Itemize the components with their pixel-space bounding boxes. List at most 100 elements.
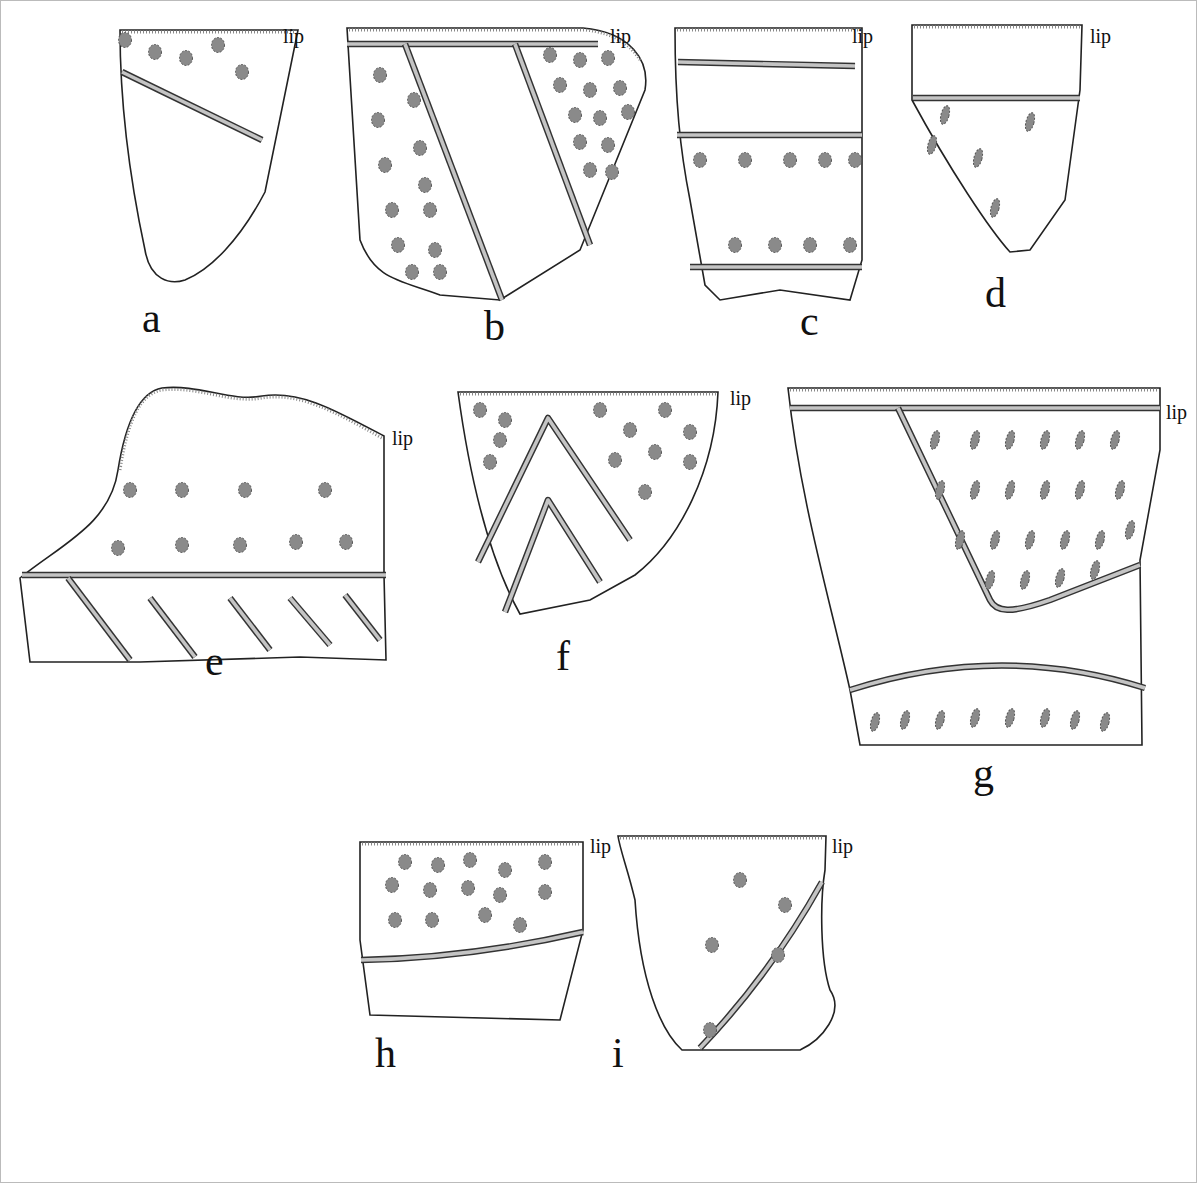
punctate <box>1004 430 1017 450</box>
incised-line <box>690 264 862 271</box>
punctate <box>739 153 752 168</box>
punctate <box>704 1023 717 1038</box>
punctate <box>614 81 627 96</box>
incised-line-fill <box>898 408 1140 610</box>
sherd-letter: g <box>973 752 994 794</box>
punctate <box>926 135 939 155</box>
punctate <box>989 530 1002 550</box>
incised-line <box>677 132 862 139</box>
lip-label: lip <box>392 428 413 448</box>
incised-line-fill <box>290 598 330 645</box>
punctate <box>176 538 189 553</box>
punctate <box>1039 480 1052 500</box>
punctate <box>319 483 332 498</box>
incised-line <box>122 72 262 140</box>
incised-line-fill <box>361 932 583 960</box>
incised-line <box>700 882 822 1048</box>
lip-label: lip <box>283 26 304 46</box>
incised-line <box>850 665 1145 690</box>
incised-line-fill <box>700 882 822 1048</box>
punctate <box>290 535 303 550</box>
punctate <box>429 243 442 258</box>
incised-line <box>913 95 1080 102</box>
punctate <box>389 913 402 928</box>
punctate <box>539 855 552 870</box>
punctate <box>984 570 997 590</box>
punctate <box>574 135 587 150</box>
punctate <box>499 863 512 878</box>
punctate <box>539 885 552 900</box>
lip-label: lip <box>1090 26 1111 46</box>
punctate <box>554 78 567 93</box>
punctate <box>969 430 982 450</box>
punctate <box>844 238 857 253</box>
punctate <box>494 888 507 903</box>
incised-line-fill <box>850 665 1145 690</box>
lip-label: lip <box>1166 402 1187 422</box>
punctate <box>112 541 125 556</box>
punctate <box>1024 112 1037 132</box>
punctate <box>602 138 615 153</box>
punctate <box>374 68 387 83</box>
incised-line <box>405 44 502 300</box>
punctate <box>1019 570 1032 590</box>
punctate <box>484 455 497 470</box>
incised-line <box>347 41 598 48</box>
punctate <box>176 483 189 498</box>
punctate <box>1074 480 1087 500</box>
incised-line-fill <box>677 133 862 137</box>
lip-stipple <box>120 27 1158 844</box>
punctate <box>684 425 697 440</box>
incised-line <box>345 595 380 640</box>
punctate <box>514 918 527 933</box>
incised-line <box>790 405 1160 412</box>
incised-line-fill <box>230 598 270 650</box>
sherd-letter: i <box>612 1032 624 1074</box>
punctate <box>212 38 225 53</box>
incised-line-fill <box>150 598 195 657</box>
punctate <box>772 948 785 963</box>
punctate <box>392 238 405 253</box>
punctate <box>424 883 437 898</box>
punctate <box>499 413 512 428</box>
punctate <box>609 453 622 468</box>
punctate <box>969 708 982 728</box>
punctate <box>406 265 419 280</box>
punctate <box>372 113 385 128</box>
punctate <box>1054 568 1067 588</box>
punctate <box>639 485 652 500</box>
punctate <box>544 48 557 63</box>
sherd-letter: c <box>800 300 819 342</box>
punctate <box>1109 430 1122 450</box>
incised-line-fill <box>913 96 1080 100</box>
punctate <box>1069 710 1082 730</box>
punctate <box>462 881 475 896</box>
punctate <box>424 203 437 218</box>
punctate <box>1024 530 1037 550</box>
punctate <box>624 423 637 438</box>
punctate <box>659 403 672 418</box>
incised-line-fill <box>347 42 598 46</box>
punctate <box>706 938 719 953</box>
incised-lines <box>22 44 1160 1048</box>
incised-line <box>22 572 386 579</box>
sherd-letter: d <box>985 272 1006 314</box>
punctate <box>1039 708 1052 728</box>
incised-line-fill <box>122 72 262 140</box>
punctate <box>379 158 392 173</box>
punctates <box>112 33 1137 1038</box>
incised-line <box>150 598 195 657</box>
punctate <box>972 148 985 168</box>
punctate <box>340 535 353 550</box>
punctate <box>779 898 792 913</box>
incised-line-fill <box>68 578 130 660</box>
punctate <box>819 153 832 168</box>
punctate <box>804 238 817 253</box>
incised-line-fill <box>345 595 380 640</box>
punctate <box>954 530 967 550</box>
punctate <box>1114 480 1127 500</box>
punctate <box>124 483 137 498</box>
punctate <box>989 198 1002 218</box>
lip-label: lip <box>610 26 631 46</box>
